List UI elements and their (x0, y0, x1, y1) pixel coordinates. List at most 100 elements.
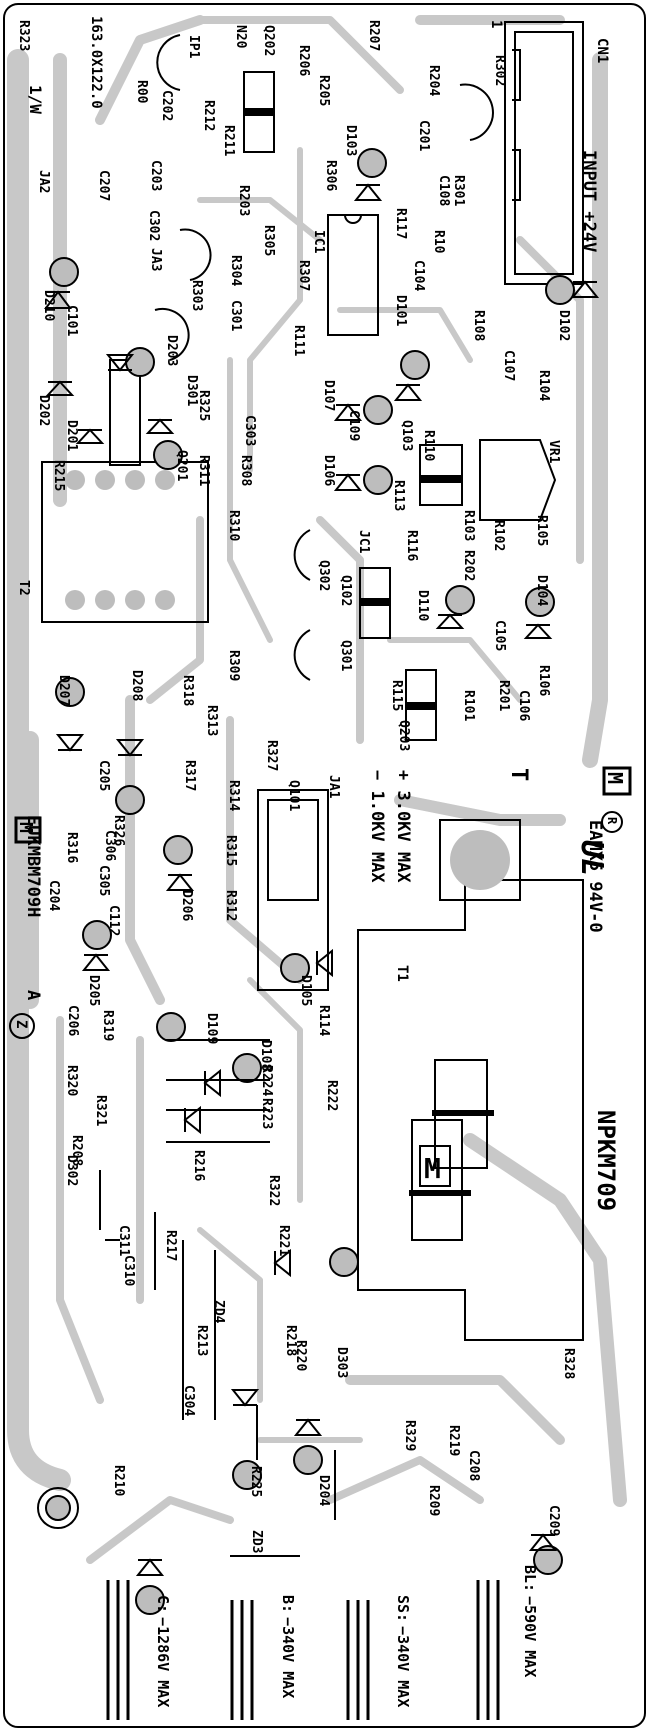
refdes-q203: Q203 (396, 720, 411, 751)
transistor-blocks (109, 71, 463, 741)
revision-circle (9, 1013, 35, 1039)
ic1-outline (327, 214, 379, 336)
refdes-d101: D101 (393, 295, 408, 326)
refdes-r320: R320 (64, 1065, 79, 1096)
refdes-r00: R00 (134, 80, 149, 104)
registered-mark: R (605, 817, 619, 825)
refdes-q103: Q103 (399, 420, 414, 451)
connector-pin-one: 1 (488, 20, 504, 28)
refdes-r302: R302 (492, 55, 507, 86)
svg-text:M: M (424, 1152, 441, 1185)
refdes-r101: R101 (461, 690, 476, 721)
refdes-d108: D108 (258, 1040, 273, 1071)
refdes-c109: C109 (346, 410, 361, 441)
refdes-d205: D205 (86, 975, 101, 1006)
refdes-r309: R309 (226, 650, 241, 681)
refdes-r217: R217 (163, 1230, 178, 1261)
refdes-d204: D204 (316, 1475, 331, 1506)
refdes-d206: D206 (179, 890, 194, 921)
refdes-c205: C205 (96, 760, 111, 791)
refdes-c204: C204 (46, 880, 61, 911)
refdes-n20: N20 (233, 25, 248, 49)
refdes-d210: D210 (41, 290, 56, 321)
refdes-r218: R218 (283, 1325, 298, 1356)
refdes-r327: R327 (264, 740, 279, 771)
refdes-c209: C209 (546, 1505, 561, 1536)
logo-letter-side: M (15, 822, 36, 833)
refdes-r323: R323 (16, 20, 31, 51)
capacitor-arcs (154, 34, 494, 681)
output-bl-label: BL:−590V MAX (521, 1565, 539, 1677)
refdes-q202: Q202 (261, 25, 276, 56)
refdes-c302: C302 (146, 210, 161, 241)
refdes-r103: R103 (461, 510, 476, 541)
revision-label: A (23, 990, 43, 1000)
refdes-r105: R105 (534, 515, 549, 546)
logo-letter-top: M (603, 772, 627, 784)
refdes-zd4: ZD4 (211, 1300, 226, 1324)
refdes-r322: R322 (266, 1175, 281, 1206)
test-terminal (439, 819, 521, 901)
refdes-r203: R203 (236, 185, 251, 216)
refdes-r213: R213 (194, 1325, 209, 1356)
refdes-ip1: IP1 (186, 35, 201, 59)
refdes-ja2: JA2 (36, 170, 51, 193)
output-ss-name: SS: (394, 1595, 412, 1622)
copper-traces (7, 15, 627, 1564)
refdes-c208: C208 (466, 1450, 481, 1481)
q101-outline (257, 789, 329, 991)
refdes-r307: R307 (296, 260, 311, 291)
refdes-c107: C107 (501, 350, 516, 381)
refdes-t2: T2 (16, 580, 31, 596)
refdes-c202: C202 (159, 90, 174, 121)
t1-label: T1 (394, 965, 410, 982)
refdes-d102: D102 (556, 310, 571, 341)
refdes-d109: D109 (204, 1013, 219, 1044)
refdes-r318: R318 (180, 675, 195, 706)
board-outline (3, 3, 646, 1728)
connector-label: CN1 (594, 38, 610, 63)
refdes-c106: C106 (516, 690, 531, 721)
refdes-c207: C207 (96, 170, 111, 201)
mounting-hole (37, 1487, 79, 1529)
refdes-d103: D103 (343, 125, 358, 156)
refdes-d110: D110 (415, 590, 430, 621)
refdes-q302: Q302 (316, 560, 331, 591)
refdes-c306: C306 (102, 830, 117, 861)
refdes-r115: R115 (389, 680, 404, 711)
refdes-r221: R221 (276, 1225, 291, 1256)
refdes-r110: R110 (421, 430, 436, 461)
refdes-r215: R215 (51, 460, 66, 491)
refdes-r328: R328 (561, 1348, 576, 1379)
refdes-d105: D105 (298, 975, 313, 1006)
connector-cn1 (504, 21, 584, 285)
q101-body (267, 799, 319, 901)
refdes-c311: C311 (116, 1225, 131, 1256)
refdes-r222: R222 (324, 1080, 339, 1111)
refdes-r225: R225 (248, 1466, 263, 1497)
output-c-name: C: (154, 1595, 172, 1613)
refdes-r304: R304 (228, 255, 243, 286)
refdes-c305: C305 (96, 865, 111, 896)
refdes-c303: C303 (242, 415, 257, 446)
revision-mark: Z (13, 1020, 29, 1028)
transformer-t2 (41, 461, 209, 623)
refdes-r311: R311 (196, 455, 211, 486)
refdes-r108: R108 (471, 310, 486, 341)
refdes-q301: Q301 (338, 640, 353, 671)
refdes-r212: R212 (201, 100, 216, 131)
test-terminal-label: T (506, 768, 531, 781)
refdes-r305: R305 (261, 225, 276, 256)
transformer-t1: M (357, 879, 584, 1341)
refdes-c104: C104 (411, 260, 426, 291)
refdes-r306: R306 (323, 160, 338, 191)
refdes-r104: R104 (536, 370, 551, 401)
refdes-r220: R220 (293, 1340, 308, 1371)
refdes-r314: R314 (226, 780, 241, 811)
refdes-r329: R329 (402, 1420, 417, 1451)
refdes-d201: D201 (64, 420, 79, 451)
refdes-r316: R316 (64, 832, 79, 863)
refdes-r303: R303 (189, 280, 204, 311)
refdes-ic1: IC1 (311, 230, 326, 254)
